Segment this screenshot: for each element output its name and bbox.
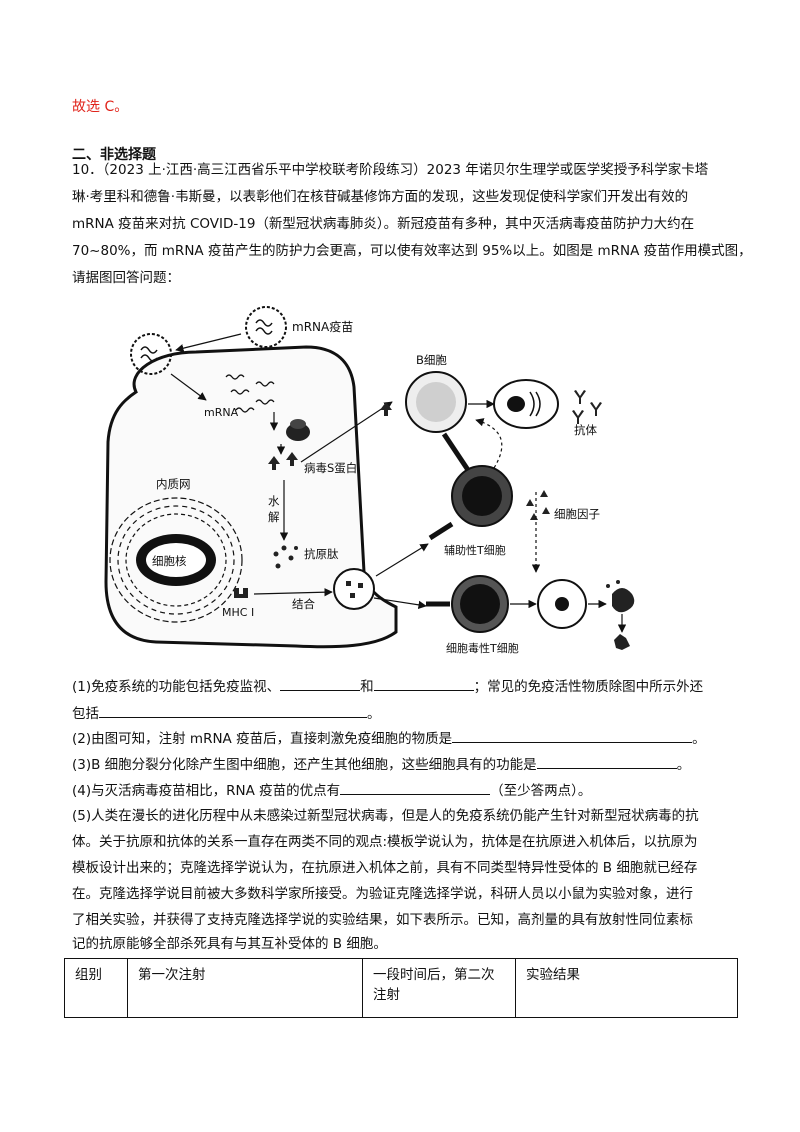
table-header-cell: 第一次注射 — [127, 958, 363, 1018]
cytotoxic-t-cell-icon — [451, 575, 509, 633]
question-line: mRNA 疫苗来对抗 COVID-19（新型冠状病毒肺炎）。新冠疫苗有多种，其中… — [72, 216, 695, 232]
table-header-cell: 组别 — [64, 958, 128, 1018]
q5-line: 了相关实验，并获得了支持克隆选择学说的实验结果，如下表所示。已知，高剂量的具有放… — [72, 912, 693, 928]
antigen-peptide-icon — [273, 545, 298, 569]
label-er: 内质网 — [156, 477, 191, 491]
question-line: 琳·考里科和德鲁·韦斯曼，以表彰他们在核苷碱基修饰方面的发现，这些发现促使科学家… — [72, 189, 689, 205]
sub-question-3: (3)B 细胞分裂分化除产生图中细胞，还产生其他细胞，这些细胞具有的功能是 。 — [72, 754, 738, 775]
sub-question-1: (1)免疫系统的功能包括免疫监视、 和 ；常见的免疫活性物质除图中所示外还 — [72, 676, 738, 697]
answer-blank-2[interactable] — [373, 676, 474, 691]
debris-icon — [614, 634, 630, 650]
mrna-vaccine-diagram: mRNA疫苗 mRNA 病毒S蛋白 水 解 抗原肽 内质 — [104, 306, 635, 655]
label-helper-t: 辅助性T细胞 — [444, 543, 506, 557]
mhc-molecule-icon — [234, 588, 248, 598]
helper-t-cell-icon — [451, 465, 513, 527]
answer-blank-6[interactable] — [340, 780, 491, 795]
spike-on-membrane-icon — [380, 402, 392, 416]
vaccine-entering-icon — [130, 333, 172, 375]
section-title: 二、非选择题 — [72, 147, 156, 163]
q3-text-end: 。 — [676, 757, 691, 773]
label-antibody: 抗体 — [574, 423, 597, 437]
table-header-cell: 实验结果 — [515, 958, 738, 1018]
label-binding: 结合 — [292, 597, 315, 611]
table-header-cell: 一段时间后，第二次注射 — [362, 958, 516, 1018]
label-cytotoxic-t: 细胞毒性T细胞 — [446, 641, 519, 655]
q5-line: (5)人类在漫长的进化历程中从未感染过新型冠状病毒，但是人的免疫系统仍能产生针对… — [72, 808, 699, 824]
label-b-cell: B细胞 — [416, 353, 447, 367]
q3-text: (3)B 细胞分裂分化除产生图中细胞，还产生其他细胞，这些细胞具有的功能是 — [72, 757, 537, 773]
answer-blank-3[interactable] — [99, 703, 367, 718]
sub-question-1-cont: 包括 。 — [72, 703, 738, 724]
cytokine-icon — [526, 490, 550, 520]
antibody-icon — [572, 390, 602, 424]
table-header-row: 组别 第一次注射 一段时间后，第二次注射 实验结果 — [64, 958, 738, 1018]
q5-line: 记的抗原能够全部杀死具有与其互补受体的 B 细胞。 — [72, 936, 387, 952]
q1-text-a: (1)免疫系统的功能包括免疫监视、 — [72, 679, 281, 695]
label-hydrolysis-2: 解 — [268, 510, 280, 524]
q4-text-end: （至少答两点）。 — [490, 783, 592, 799]
question-line: 10．（2023 上·江西·高三江西省乐平中学校联考阶段练习）2023 年诺贝尔… — [72, 162, 709, 178]
answer-note: 故选 C。 — [72, 99, 129, 115]
spike-protein-icon — [268, 452, 298, 470]
ribosome-icon — [286, 419, 310, 441]
q1-text-end: 。 — [367, 706, 381, 722]
question-line: 70~80%，而 mRNA 疫苗产生的防护力会更高，可以使有效率达到 95%以上… — [72, 243, 752, 259]
answer-blank-5[interactable] — [536, 754, 677, 769]
experiment-table: 组别 第一次注射 一段时间后，第二次注射 实验结果 — [64, 958, 738, 1018]
q5-line: 体。关于抗原和抗体的关系一直存在两类不同的观点:模板学说认为，抗体是在抗原进入机… — [72, 834, 698, 850]
q1-text-c: ；常见的免疫活性物质除图中所示外还 — [473, 679, 704, 695]
mhc-antigen-complex-icon — [333, 568, 375, 610]
label-cytokine: 细胞因子 — [554, 507, 600, 521]
q2-text-end: 。 — [692, 731, 706, 747]
answer-blank-1[interactable] — [280, 676, 361, 691]
label-mhc: MHC I — [222, 606, 254, 619]
b-cell-icon — [405, 371, 467, 433]
label-mrna: mRNA — [204, 406, 239, 419]
q5-line: 模板设计出来的；克隆选择学说认为，在抗原进入机体之前，具有不同类型特异性受体的 … — [72, 860, 698, 876]
label-antigen-peptide: 抗原肽 — [304, 547, 339, 561]
q2-text: (2)由图可知，注射 mRNA 疫苗后，直接刺激免疫细胞的物质是 — [72, 731, 453, 747]
mrna-strands-icon — [225, 374, 275, 413]
label-vaccine: mRNA疫苗 — [292, 319, 353, 334]
target-cell-icon — [537, 579, 587, 629]
label-spike: 病毒S蛋白 — [304, 461, 357, 475]
label-nucleus: 细胞核 — [152, 554, 187, 568]
q1-text-d: 包括 — [72, 706, 99, 722]
sub-question-2: (2)由图可知，注射 mRNA 疫苗后，直接刺激免疫细胞的物质是 。 — [72, 728, 738, 749]
lysed-cell-icon — [606, 580, 635, 613]
tcr-connector-icon — [426, 432, 471, 607]
q5-line: 在。克隆选择学说目前被大多数科学家所接受。为验证克隆选择学说，科研人员以小鼠为实… — [72, 886, 693, 902]
mrna-vaccine-particle-icon — [245, 306, 287, 348]
sub-question-4: (4)与灭活病毒疫苗相比，RNA 疫苗的优点有 （至少答两点）。 — [72, 780, 738, 801]
label-hydrolysis-1: 水 — [268, 494, 280, 508]
answer-blank-4[interactable] — [452, 728, 693, 743]
plasma-cell-icon — [493, 379, 559, 429]
question-line: 请据图回答问题： — [72, 270, 180, 286]
endoplasmic-reticulum-icon — [109, 497, 243, 623]
q4-text: (4)与灭活病毒疫苗相比，RNA 疫苗的优点有 — [72, 783, 341, 799]
q1-text-b: 和 — [360, 679, 374, 695]
